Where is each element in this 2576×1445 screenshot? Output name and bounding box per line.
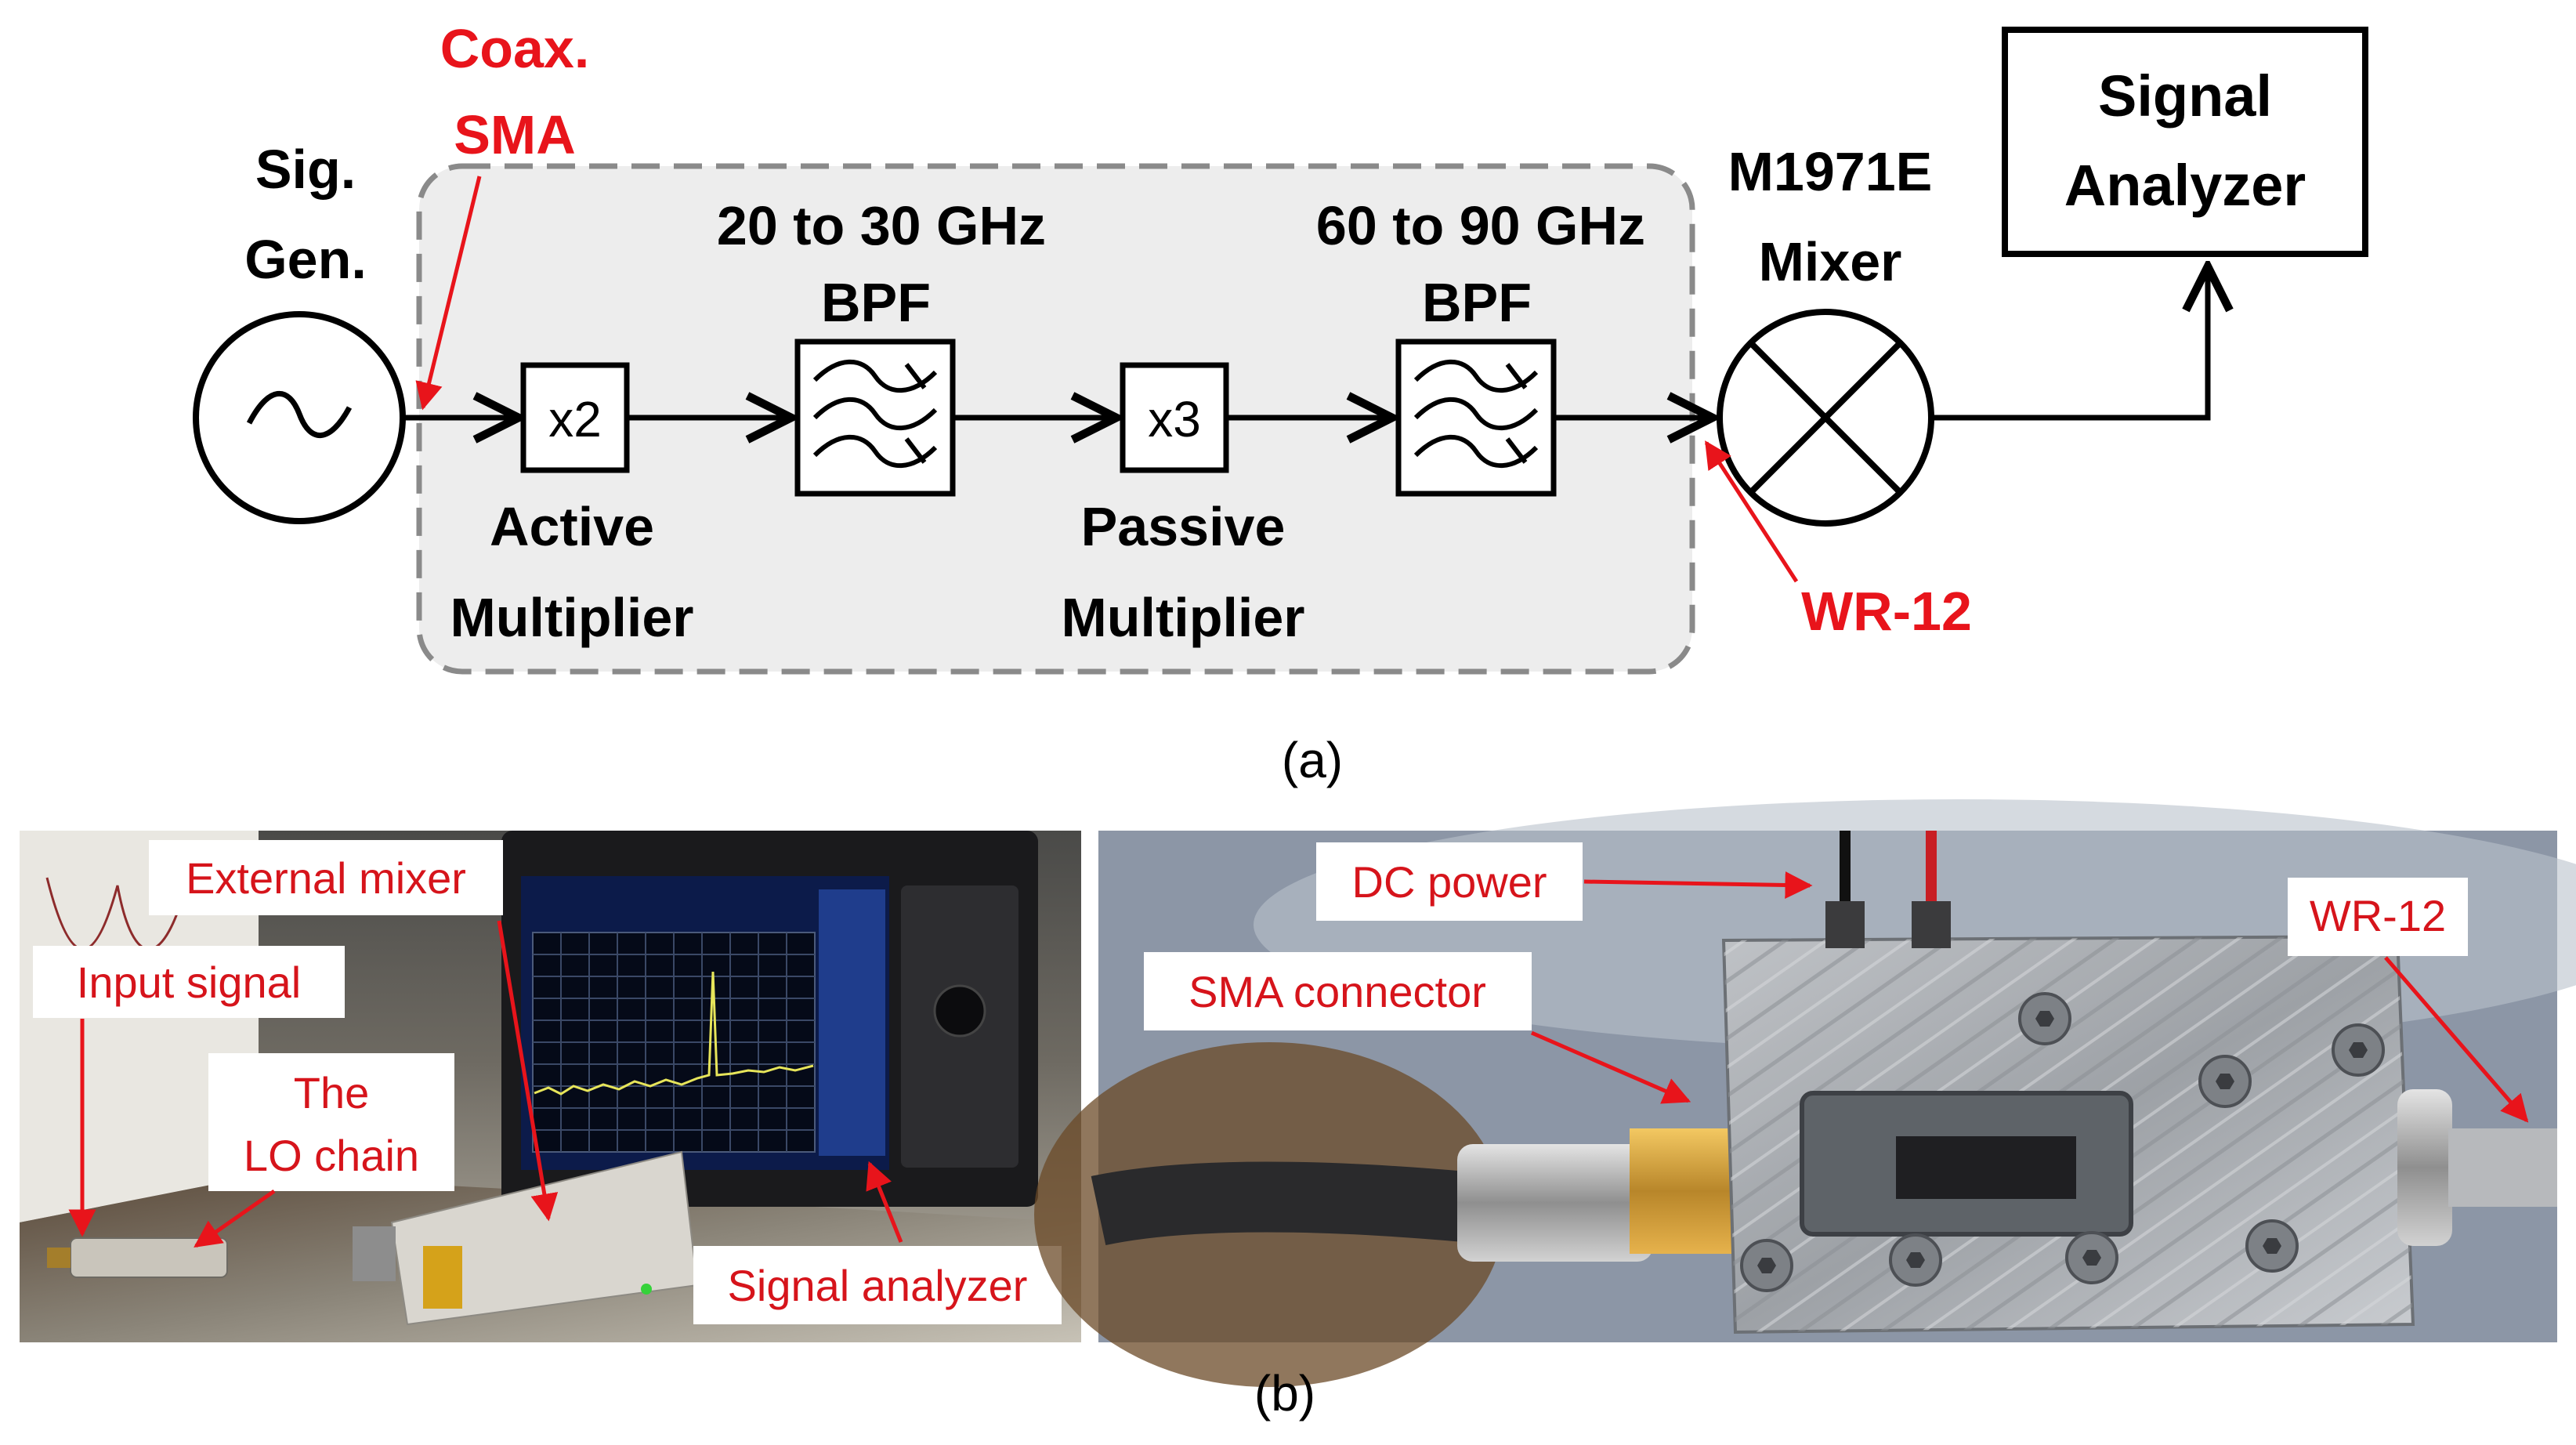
mixer-label-line2: Mixer xyxy=(1759,231,1902,292)
dc-pin-left xyxy=(1825,901,1865,948)
block-diagram-a: Coax. SMA Sig. Gen. x2 x3 20 to 30 GHz B… xyxy=(193,18,2368,788)
bpf1-label-line2: BPF xyxy=(821,272,931,333)
wr12-photo-label: WR-12 xyxy=(2310,891,2446,940)
analyzer-grid xyxy=(533,933,815,1152)
sma-connector-label: SMA connector xyxy=(1189,967,1486,1016)
signal-analyzer-label-box xyxy=(693,1246,1062,1324)
active-label-line2: Multiplier xyxy=(450,587,693,648)
if-output-line xyxy=(1931,266,2208,421)
wr12-label: WR-12 xyxy=(1801,581,1972,642)
external-mixer-pointer xyxy=(497,920,559,1222)
siggen-label-line2: Gen. xyxy=(244,229,367,290)
sma-connector-brass xyxy=(1630,1128,1739,1254)
x2-label: x2 xyxy=(548,391,602,447)
active-label-line1: Active xyxy=(490,496,654,557)
paper-sheet xyxy=(20,831,259,1222)
signal-analyzer-pointer xyxy=(866,1161,903,1243)
sma-connector-label-box xyxy=(1144,952,1532,1030)
external-mixer-label-box xyxy=(149,840,503,915)
wr12-photo-pointer xyxy=(2384,956,2529,1123)
analyzer-softkey-panel xyxy=(819,889,885,1156)
bpf-60-90-wave-icon xyxy=(1413,359,1539,469)
passive-label-line2: Multiplier xyxy=(1061,587,1304,648)
lo-chain-pointer xyxy=(194,1189,276,1248)
paper-plot-sketch xyxy=(45,877,190,951)
mixer-status-led xyxy=(641,1284,652,1295)
coax-label: Coax. xyxy=(440,18,590,79)
sine-wave-icon xyxy=(246,390,353,438)
dc-power-pointer xyxy=(1583,871,1813,899)
screw-hex-sockets xyxy=(1757,1011,2368,1273)
analyzer-knob-icon xyxy=(933,984,986,1038)
analyzer-spectrum-trace xyxy=(534,971,814,1096)
lo-chain-label-line2: LO chain xyxy=(244,1131,419,1180)
x3-label: x3 xyxy=(1148,391,1201,447)
dc-pin-right xyxy=(1912,901,1951,948)
input-signal-label: Input signal xyxy=(77,958,301,1007)
lo-chain-label-box xyxy=(208,1053,454,1191)
dc-power-label: DC power xyxy=(1352,857,1547,907)
analyzer-label-line2: Analyzer xyxy=(2064,153,2306,218)
analyzer-label-line1: Signal xyxy=(2098,63,2272,129)
x3-multiplier-box xyxy=(1120,362,1229,473)
dc-power-label-box xyxy=(1316,842,1583,921)
wr12-photo-label-box xyxy=(2288,878,2468,956)
mixer-chip xyxy=(1896,1136,2076,1199)
waveguide-section xyxy=(2448,1128,2557,1207)
sma-connector-pointer xyxy=(1531,1030,1691,1104)
bpf1-label-line1: 20 to 30 GHz xyxy=(717,195,1046,256)
waveguide-flange xyxy=(2397,1089,2452,1246)
signal-analyzer-box xyxy=(2002,27,2368,257)
signal-analyzer-label: Signal analyzer xyxy=(728,1261,1028,1310)
coax-cable xyxy=(1091,1161,1468,1246)
bpf2-label-line2: BPF xyxy=(1422,272,1532,333)
mixer-waveguide-flange xyxy=(353,1226,396,1281)
photo-lab-setup: External mixer Input signal The LO chain… xyxy=(20,831,1081,1342)
bpf-20-30-wave-icon xyxy=(812,359,938,469)
caption-a: (a) xyxy=(1282,732,1343,788)
wr12-pointer-arrow xyxy=(1704,440,1799,583)
mixer-label-line1: M1971E xyxy=(1728,141,1933,202)
bpf2-label-line1: 60 to 90 GHz xyxy=(1316,195,1645,256)
lo-chain-input-connector xyxy=(47,1248,71,1268)
passive-label-line1: Passive xyxy=(1081,496,1286,557)
sma-label: SMA xyxy=(454,104,576,165)
mixer-warning-label xyxy=(423,1246,462,1309)
sma-pointer-arrow xyxy=(415,176,482,411)
input-signal-label-box xyxy=(33,946,345,1018)
external-mixer-label: External mixer xyxy=(186,853,466,903)
caption-b: (b) xyxy=(1254,1365,1315,1421)
lo-chain-label-line1: The xyxy=(294,1068,370,1117)
mixer-cross-b xyxy=(1748,340,1903,495)
sma-plug-body xyxy=(1457,1144,1653,1262)
lo-chain-module xyxy=(70,1237,228,1278)
siggen-label-line1: Sig. xyxy=(255,139,356,200)
photo-mixer-closeup: DC power SMA connector WR-12 xyxy=(1034,799,2576,1387)
